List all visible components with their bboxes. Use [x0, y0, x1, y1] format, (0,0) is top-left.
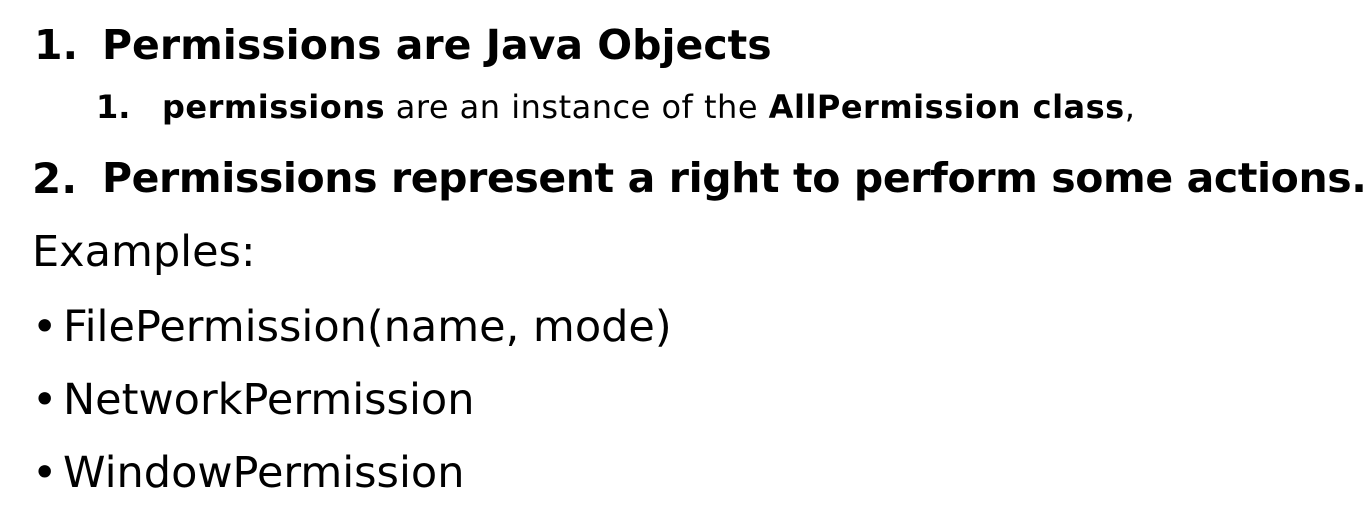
list-item-2-text: Permissions represent a right to perform…: [102, 154, 1367, 202]
sublist-item-1-class-name: AllPermission class: [768, 88, 1125, 126]
bullet-dot-icon: •: [32, 448, 58, 498]
bullet-dot-icon: •: [32, 302, 58, 352]
bullet-item-text: WindowPermission: [63, 448, 465, 498]
examples-heading: Examples:: [32, 227, 256, 277]
bullet-dot-icon: •: [32, 375, 58, 425]
sublist-item-1-term: permissions: [162, 88, 386, 126]
bullet-item-text: NetworkPermission: [63, 375, 475, 425]
bullet-item: •NetworkPermission: [32, 379, 474, 422]
sublist-item-1: permissions are an instance of the AllPe…: [162, 91, 1135, 123]
sublist-number-1: 1.: [96, 88, 131, 126]
sublist-item-1-end: ,: [1124, 88, 1136, 126]
bullet-item: •WindowPermission: [32, 452, 464, 495]
sublist-item-1-middle: are an instance of the: [385, 88, 769, 126]
bullet-item: •FilePermission(name, mode): [32, 306, 672, 349]
list-number-2: 2.: [32, 154, 78, 203]
bullet-item-text: FilePermission(name, mode): [63, 302, 672, 352]
list-number-1: 1.: [34, 21, 79, 69]
list-item-1-text: Permissions are Java Objects: [102, 21, 772, 69]
